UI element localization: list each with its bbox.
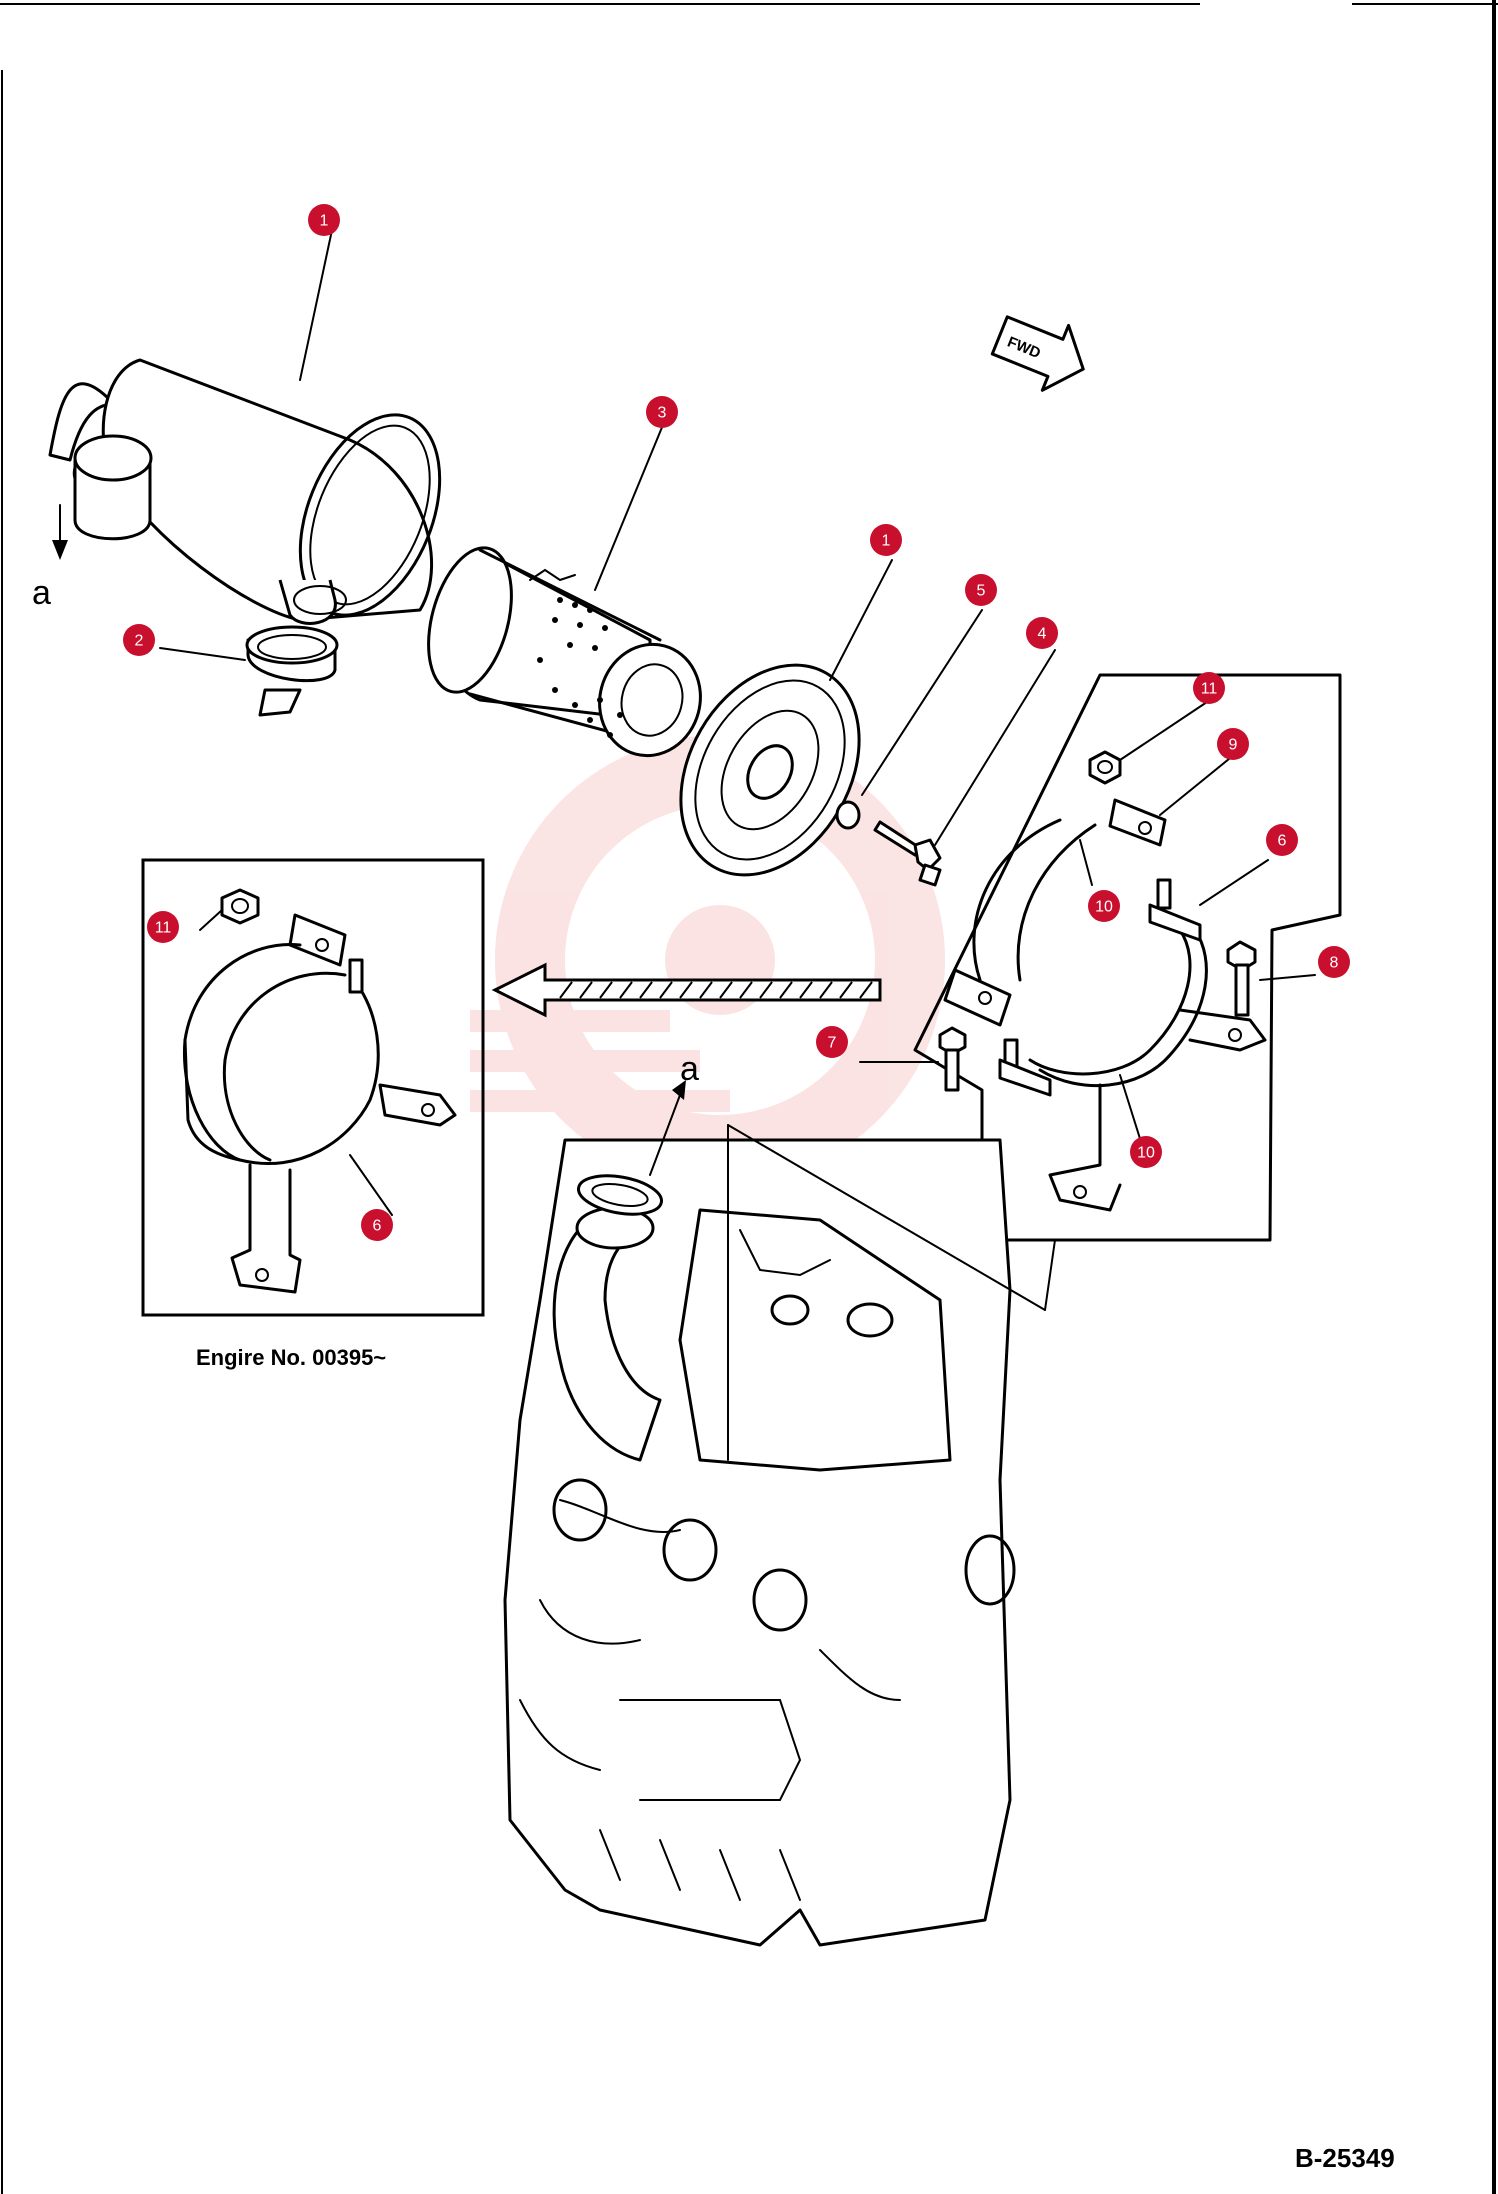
callout-2-valve[interactable]: 2 [123,624,155,656]
leader-3 [594,419,666,591]
callout-9-strap[interactable]: 9 [1217,728,1249,760]
svg-text:9: 9 [1229,737,1238,754]
inset-band-bracket [182,888,457,1294]
wing-nut [873,820,942,887]
air-cleaner-body [48,358,442,625]
svg-text:10: 10 [1095,899,1113,916]
intake-hose-and-clamp [577,1174,663,1216]
engine-block [503,1138,1016,1947]
evacuator-valve [245,625,339,717]
svg-text:6: 6 [1278,833,1287,850]
svg-text:5: 5 [977,583,986,600]
leader-6b [349,1154,393,1216]
svg-text:7: 7 [828,1035,837,1052]
leader-11b [199,909,223,931]
leader-6a [1199,859,1269,906]
leader-1-lower [829,559,893,681]
leader-10b [1119,1074,1143,1146]
washer [835,800,861,830]
marker-a-left: a [32,574,51,612]
bracket-group-outline [913,673,1342,1242]
callout-10-cushion-upper[interactable]: 10 [1088,890,1120,922]
leader-11a [1119,699,1211,761]
callout-8-bolt[interactable]: 8 [1318,946,1350,978]
svg-text:1: 1 [320,213,329,230]
callout-11-nut[interactable]: 11 [1193,672,1225,704]
air-cleaner-cover [679,663,861,877]
callout-6-bracket-inset[interactable]: 6 [361,1209,393,1241]
figure-number: B-25349 [1295,2143,1395,2173]
bolt-8 [1226,940,1257,1017]
marker-a-center: a [680,1050,699,1088]
svg-text:1: 1 [882,533,891,550]
bolt-7 [938,1026,967,1092]
callout-1-cover[interactable]: 1 [870,524,902,556]
arrow-a-center-stem [649,1094,681,1176]
callout-3-element[interactable]: 3 [646,396,678,428]
upper-band-strap [943,798,1167,1027]
nut-11 [1088,750,1122,785]
callout-1-air-cleaner[interactable]: 1 [308,204,340,236]
leader-8 [1259,974,1316,981]
svg-text:8: 8 [1330,955,1339,972]
svg-text:2: 2 [135,633,144,650]
callout-5-washer[interactable]: 5 [965,574,997,606]
callout-6-bracket[interactable]: 6 [1266,824,1298,856]
callout-4-wing-nut[interactable]: 4 [1026,617,1058,649]
inset-caption: Engire No. 00395~ [196,1345,386,1370]
fwd-direction-arrow: FWD [990,315,1085,392]
svg-text:3: 3 [658,405,667,422]
mount-line-3 [1044,1239,1056,1311]
leader-2 [159,647,246,661]
svg-text:10: 10 [1137,1145,1155,1162]
svg-text:11: 11 [1201,681,1218,698]
callout-10-cushion-lower[interactable]: 10 [1130,1136,1162,1168]
leader-4 [934,649,1056,846]
svg-text:4: 4 [1038,626,1047,643]
lower-band-bracket [998,878,1267,1212]
arrow-a-head [52,540,68,560]
arrow-a-center-head [672,1080,686,1100]
leader-10a [1079,839,1093,886]
leader-9 [1159,749,1241,816]
callout-7-bolt[interactable]: 7 [816,1026,848,1058]
air-filter-element [427,546,702,758]
leader-5 [861,609,983,796]
svg-text:6: 6 [373,1218,382,1235]
leader-1-upper [299,229,333,381]
mount-line-1 [727,1124,1046,1311]
inset-box [141,858,485,1317]
callout-11-nut-inset[interactable]: 11 [147,911,179,943]
svg-text:11: 11 [155,920,172,937]
view-arrow-to-inset [491,962,882,1018]
